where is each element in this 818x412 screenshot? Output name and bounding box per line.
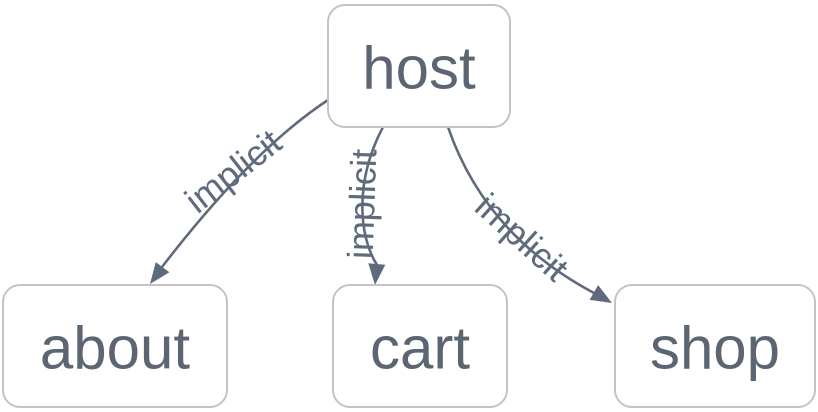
node-host-box: [327, 4, 511, 128]
edge-host-cart-label: implicit: [340, 148, 385, 259]
node-cart-box: [332, 284, 508, 408]
edge-host-cart[interactable]: implicit: [340, 126, 386, 285]
node-cart[interactable]: cart: [332, 284, 508, 408]
node-host[interactable]: host: [327, 4, 511, 128]
edge-host-cart-arrowhead-icon: [368, 263, 386, 285]
edge-host-shop-label: implicit: [467, 185, 576, 289]
node-about-box: [2, 284, 228, 408]
node-about-label: about: [40, 315, 190, 382]
node-shop[interactable]: shop: [614, 284, 816, 408]
edge-host-shop[interactable]: implicit: [446, 126, 612, 303]
edge-host-about[interactable]: implicit: [150, 98, 329, 284]
edge-host-about-line[interactable]: [160, 98, 329, 268]
edge-host-shop-arrowhead-icon: [589, 285, 612, 303]
node-shop-label: shop: [650, 315, 780, 382]
node-shop-box: [614, 284, 816, 408]
edge-host-about-arrowhead-icon: [150, 262, 170, 284]
node-host-label: host: [362, 35, 476, 102]
edge-host-shop-line[interactable]: [446, 126, 595, 295]
node-cart-label: cart: [370, 315, 470, 382]
node-about[interactable]: about: [2, 284, 228, 408]
edge-host-cart-line[interactable]: [361, 126, 385, 266]
edge-host-about-label: implicit: [177, 121, 289, 221]
